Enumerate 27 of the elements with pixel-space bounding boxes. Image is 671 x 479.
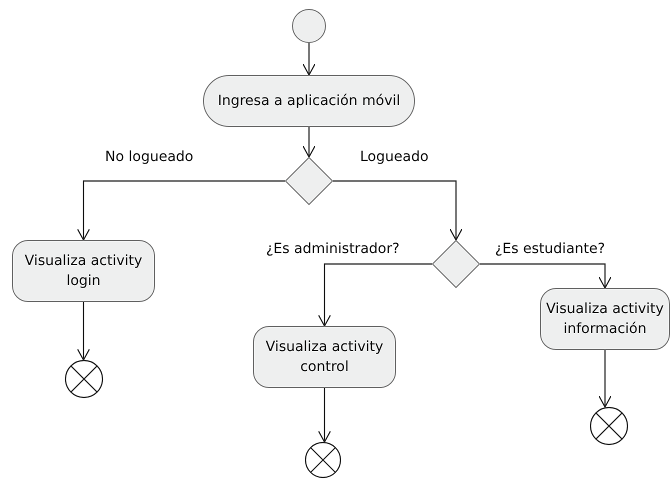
final-node <box>65 360 103 398</box>
arrow <box>318 388 332 443</box>
initial-node <box>292 9 326 43</box>
edge-label: ¿Es administrador? <box>265 241 401 258</box>
action-box <box>253 326 396 388</box>
action-box <box>540 288 670 350</box>
arrow <box>480 263 612 289</box>
action-label: Visualiza activity información <box>545 300 665 339</box>
decision-diamond <box>285 157 333 205</box>
arrow <box>333 180 463 241</box>
decision-diamond <box>432 240 480 288</box>
final-node <box>590 407 628 445</box>
action-box <box>203 75 415 127</box>
edge-label: Logueado <box>359 149 430 166</box>
arrow <box>76 180 285 241</box>
action-label: Visualiza activity control <box>264 338 384 377</box>
action-box <box>12 240 155 302</box>
action-label: Ingresa a aplicación móvil <box>218 92 400 111</box>
arrow <box>302 127 316 158</box>
arrow <box>598 350 612 408</box>
arrow <box>302 43 316 76</box>
edge-label: ¿Es estudiante? <box>494 241 606 258</box>
edge-label: No logueado <box>104 149 194 166</box>
action-label: Visualiza activity login <box>24 252 144 291</box>
arrow <box>76 302 90 361</box>
arrow <box>318 263 432 327</box>
final-node <box>305 442 341 478</box>
